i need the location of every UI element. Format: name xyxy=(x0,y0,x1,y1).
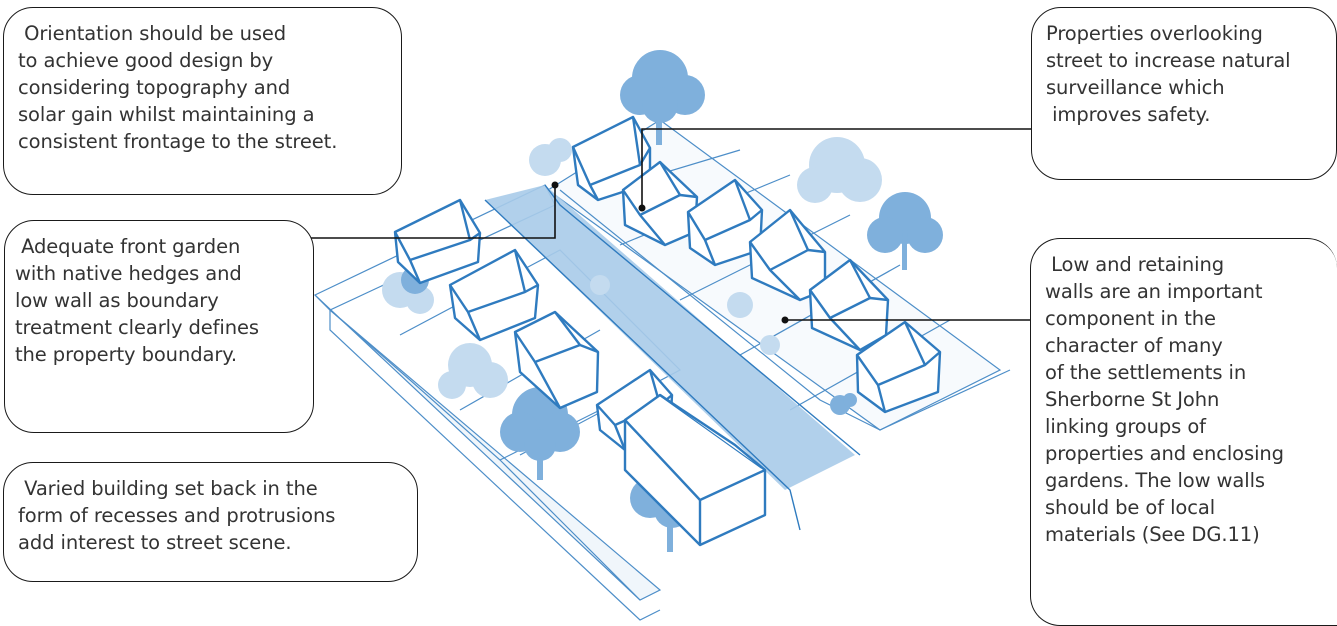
callout-surveillance: Properties overlooking street to increas… xyxy=(1031,7,1337,180)
road xyxy=(484,184,861,531)
house xyxy=(448,248,540,342)
house xyxy=(855,320,942,414)
callout-front-garden: Adequate front garden with native hedges… xyxy=(4,220,314,433)
house xyxy=(623,393,767,547)
leader-front-garden xyxy=(310,185,556,239)
callout-orientation: Orientation should be used to achieve go… xyxy=(3,7,402,195)
house xyxy=(513,310,600,410)
house xyxy=(393,198,482,285)
callout-low-walls: Low and retaining walls are an important… xyxy=(1030,238,1337,626)
leader-lines xyxy=(310,128,1031,321)
leader-surveillance xyxy=(641,128,1031,208)
leader-dot xyxy=(551,181,559,189)
house xyxy=(571,115,652,202)
leader-dot xyxy=(781,316,789,324)
leader-dots xyxy=(551,181,789,324)
callout-set-back: Varied building set back in the form of … xyxy=(3,462,418,582)
houses xyxy=(393,115,942,547)
leader-dot xyxy=(638,204,646,212)
